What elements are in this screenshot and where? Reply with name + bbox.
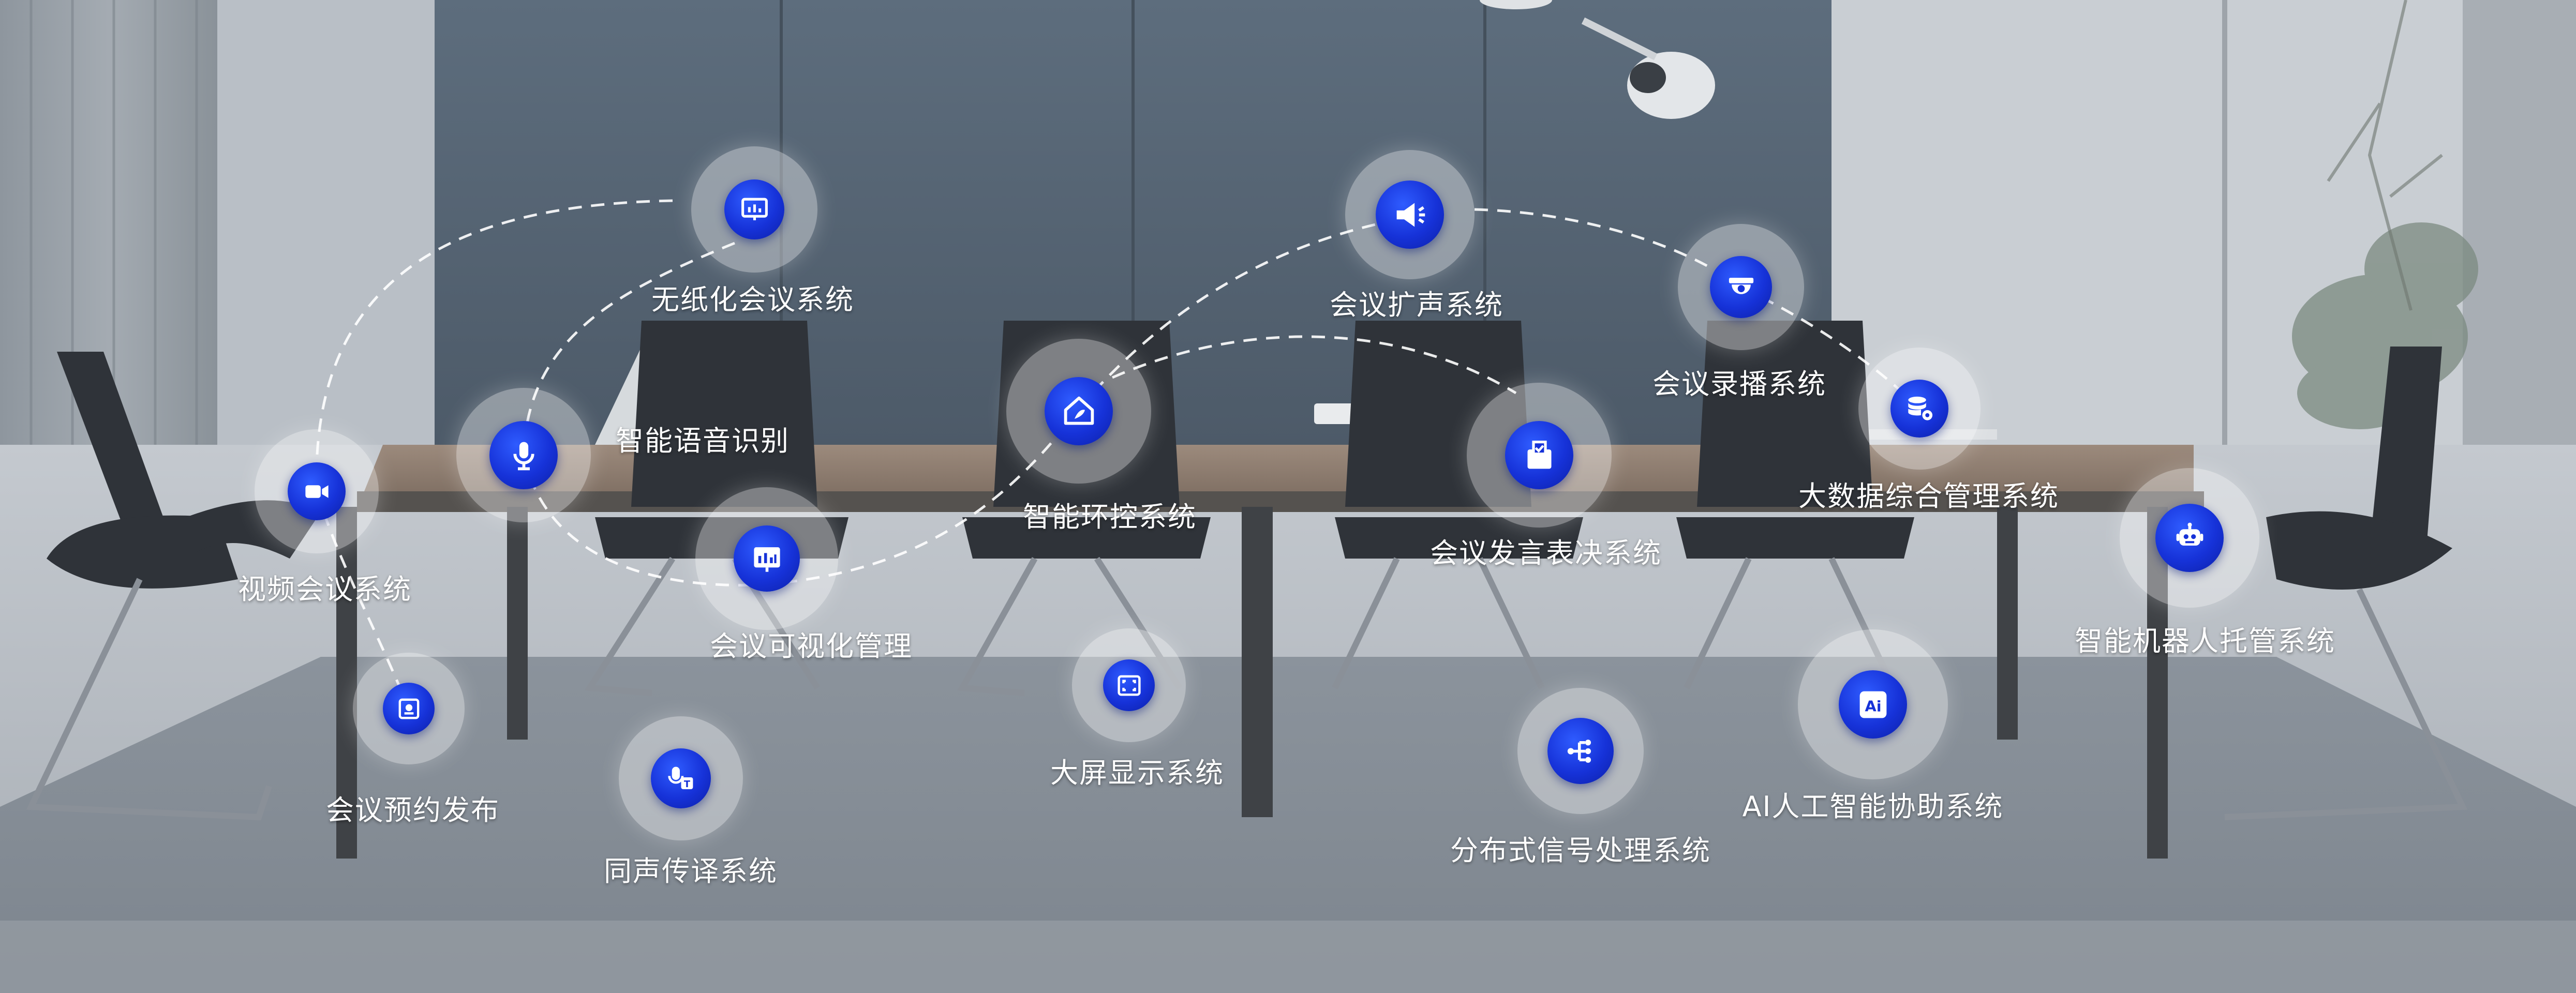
feature-label: 无纸化会议系统: [651, 283, 854, 316]
interpretation-icon[interactable]: T: [651, 748, 711, 808]
feature-label: 同声传译系统: [604, 855, 778, 887]
smart-home-icon[interactable]: [1045, 377, 1113, 445]
video-camera-icon[interactable]: [288, 462, 346, 520]
booking-screen-icon[interactable]: [383, 683, 435, 734]
dome-camera-icon[interactable]: [1710, 256, 1772, 318]
feature-label: 大屏显示系统: [1050, 757, 1224, 789]
feature-label: 视频会议系统: [238, 573, 412, 606]
feature-halo: Ai: [1798, 629, 1948, 779]
feature-label: 大数据综合管理系统: [1798, 480, 2059, 513]
feature-halo: [691, 146, 817, 273]
feature-label: 会议可视化管理: [710, 630, 913, 663]
feature-label: 分布式信号处理系统: [1450, 834, 1711, 867]
feature-halo: [456, 388, 591, 522]
vote-ballot-icon[interactable]: [1505, 421, 1573, 489]
megaphone-icon[interactable]: [1376, 180, 1444, 249]
feature-label: 会议扩声系统: [1330, 289, 1503, 321]
presentation-chart-icon[interactable]: [724, 179, 784, 239]
microphone-icon[interactable]: [489, 421, 558, 489]
feature-label: 智能机器人托管系统: [2075, 625, 2335, 657]
ai-badge-icon[interactable]: Ai: [1839, 670, 1907, 739]
fullscreen-icon[interactable]: [1103, 659, 1155, 711]
feature-halo: [2120, 468, 2259, 608]
feature-label: AI人工智能协助系统: [1742, 790, 2004, 823]
feature-label: 会议发言表决系统: [1430, 537, 1662, 569]
feature-halo: [1345, 150, 1475, 279]
feature-halo: [695, 487, 838, 630]
svg-text:T: T: [683, 779, 690, 790]
database-icon[interactable]: [1890, 380, 1948, 438]
feature-halo: [1858, 348, 1981, 470]
feature-label: 会议预约发布: [326, 794, 500, 826]
feature-halo: [353, 653, 465, 764]
feature-label: 智能语音识别: [616, 425, 790, 457]
feature-halo: T: [619, 716, 743, 840]
visual-dashboard-icon[interactable]: [734, 525, 800, 592]
signal-distribution-icon[interactable]: [1547, 718, 1614, 784]
feature-label: 会议录播系统: [1652, 368, 1826, 400]
feature-label: 智能环控系统: [1023, 501, 1197, 533]
svg-text:Ai: Ai: [1865, 697, 1881, 715]
feature-halo: [1678, 224, 1804, 350]
feature-halo: [1072, 628, 1186, 742]
feature-halo: [1467, 383, 1612, 528]
feature-halo: [1517, 688, 1644, 814]
feature-halo: [255, 429, 379, 553]
robot-icon[interactable]: [2155, 504, 2224, 572]
feature-halo: [1006, 339, 1151, 484]
